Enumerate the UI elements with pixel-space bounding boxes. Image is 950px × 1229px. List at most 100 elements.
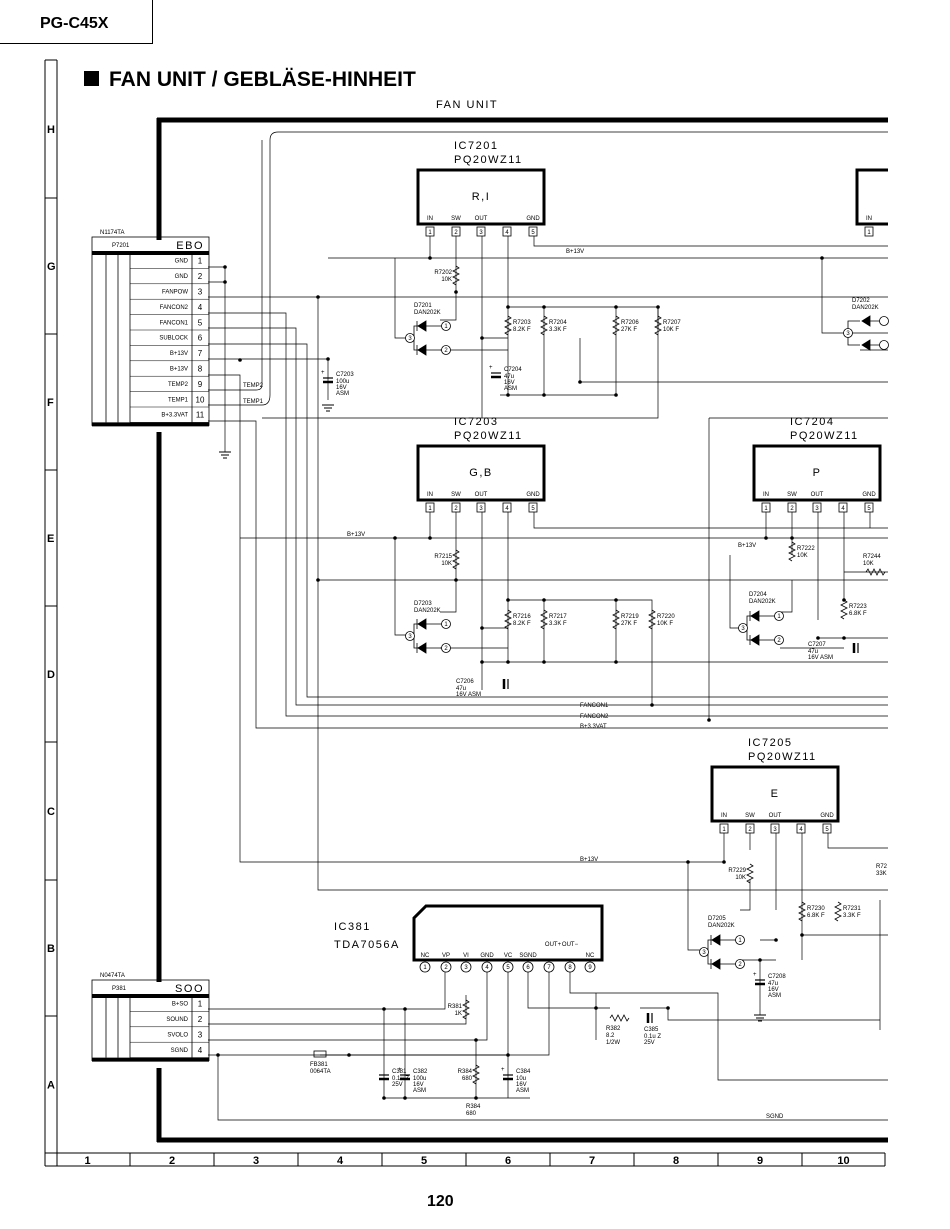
resistor (865, 568, 886, 576)
ic-pin-number: 5 (531, 506, 535, 512)
ic-pin-number: 1 (423, 965, 427, 971)
cap-ref: C381 (392, 1069, 407, 1075)
cap-value: 47u (456, 686, 466, 692)
ic-pin-circle (440, 961, 452, 973)
net-label: B+13V (738, 543, 756, 549)
ic-pin-label: GND (862, 492, 876, 498)
diode-pin-circle (441, 643, 451, 653)
cap-value: 16V ASM (456, 692, 481, 698)
ic-pin-number: 2 (454, 230, 458, 236)
junction-dot (686, 860, 690, 864)
resistor-ref: R7219 (621, 614, 639, 620)
ic-pin-box (770, 823, 780, 834)
cap-value: 16V (336, 385, 347, 391)
cap-value: 47u (504, 374, 514, 380)
cap-plus-sign: + (753, 972, 757, 978)
diode-pin-circle (699, 947, 709, 957)
junction-dot (316, 295, 320, 299)
junction-dot (614, 305, 618, 309)
cap-value: 16V (768, 987, 779, 993)
junction-dot (506, 305, 510, 309)
ic-pin-number: 1 (428, 230, 432, 236)
junction-dot (403, 1007, 407, 1011)
ic-ref: IC381 (334, 921, 371, 933)
cap-ref: C7208 (768, 974, 786, 980)
page-number: 120 (427, 1193, 454, 1210)
connector-part-number: N1174TA (100, 230, 124, 236)
junction-dot (542, 598, 546, 602)
diode-ref: D7202 (852, 298, 870, 304)
ic-pin-box (425, 502, 435, 513)
ic-name: G,B (469, 467, 492, 479)
grid-row-label: A (47, 1080, 55, 1092)
ic-pin-number: 1 (722, 827, 726, 833)
junction-dot (393, 536, 397, 540)
resistor-ref: R7229 (728, 868, 746, 874)
connector-pin-number: 11 (196, 411, 205, 420)
cap-value: 16V (413, 1082, 424, 1088)
resistor-ref: R7203 (513, 320, 531, 326)
ic-pin-label: IN (866, 216, 872, 222)
resistor-value: 10K (735, 875, 746, 881)
model-name: PG-C45X (40, 15, 109, 32)
ic-pin-box (476, 226, 486, 237)
ic-pin-number: 3 (464, 965, 468, 971)
ic-pin-box (502, 502, 512, 513)
grid-col-label: 3 (253, 1155, 259, 1167)
ic-pin-circle (564, 961, 576, 973)
ic-pin-number: 2 (454, 506, 458, 512)
ic-pin-box (528, 226, 538, 237)
grid-col-label: 8 (673, 1155, 679, 1167)
diode-pin-number: 3 (408, 336, 412, 342)
resistor-value: 10K F (657, 621, 673, 627)
resistor-ref: R7223 (849, 604, 867, 610)
ic-pin-label: VI (463, 953, 469, 959)
page-title: FAN UNIT / GEBLÄSE-HINHEIT (84, 68, 416, 92)
resistor-value: 27K F (621, 327, 637, 333)
diode-triangle (711, 934, 721, 970)
cap-ref: C385 (644, 1027, 659, 1033)
cap-plus-sign: + (398, 1067, 402, 1073)
cap-value: ASM (336, 391, 349, 397)
ic-pin-number: 3 (479, 506, 483, 512)
resistor-ref: R384 (458, 1069, 473, 1075)
resistor-extra: 1/2W (606, 1040, 620, 1046)
junction-dot (474, 1038, 478, 1042)
grid-col-label: 7 (589, 1155, 595, 1167)
resistor-zigzag (540, 315, 548, 336)
net-label: SGND (766, 1114, 784, 1120)
diode-pin-circle (774, 635, 784, 645)
diode-pin-number: 2 (777, 638, 781, 644)
ground-symbols (219, 404, 766, 1022)
diode-pin-circle (441, 345, 451, 355)
junction-dot (666, 1006, 670, 1010)
ic-pin-box (745, 823, 755, 834)
cap-value: 25V (392, 1082, 403, 1088)
connector-pin-number: 4 (198, 1046, 203, 1055)
ic-pin-number: 1 (764, 506, 768, 512)
connector-pin-label: SOUND (166, 1017, 188, 1023)
resistor-zigzag (648, 609, 656, 630)
cap-plus-sign: + (501, 1067, 505, 1073)
resistor-zigzag (452, 265, 460, 286)
cap-plus-sign: + (321, 370, 325, 376)
ic-pin-label: IN (427, 216, 433, 222)
ic-body (752, 444, 882, 502)
resistor-ref: R7204 (549, 320, 567, 326)
junction-dots (216, 256, 846, 1100)
junction-dot (758, 958, 762, 962)
ic-pin-label: SW (451, 492, 461, 498)
diode-pin-circle (405, 631, 415, 641)
resistor-ref: R7244 (863, 554, 881, 560)
diode-pin-circle (441, 321, 451, 331)
resistor-zigzag (462, 999, 470, 1020)
